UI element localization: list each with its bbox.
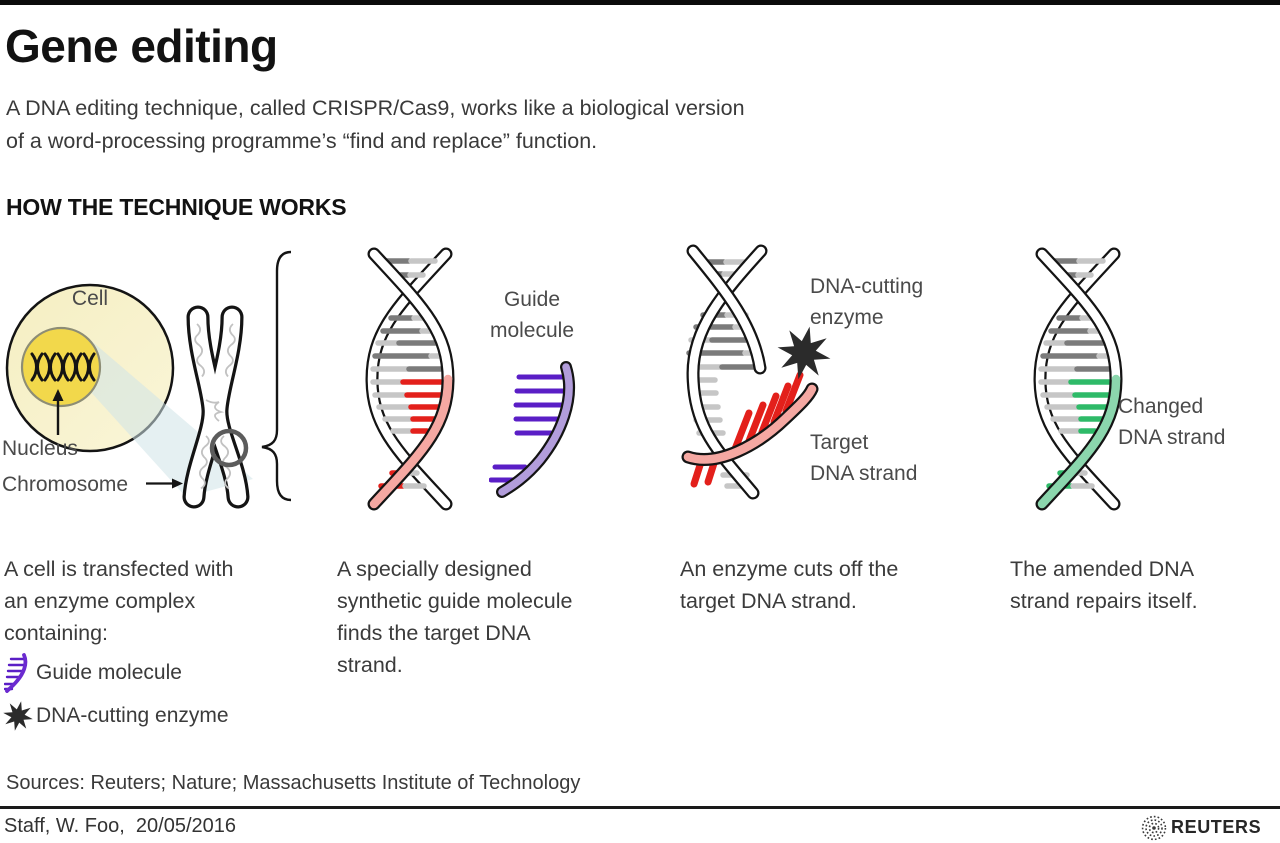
- chromosome-figure: [182, 305, 250, 509]
- legend-guide-label: Guide molecule: [36, 661, 182, 684]
- caption-step-2: A specially designed synthetic guide mol…: [337, 557, 573, 677]
- sources-line: Sources: Reuters; Nature; Massachusetts …: [6, 772, 581, 794]
- guide-molecule-figure: [489, 361, 576, 498]
- chromosome-label: Chromosome: [2, 473, 129, 496]
- highlight-circle: [209, 428, 249, 468]
- top-bar: [0, 0, 1280, 5]
- cell-chromosome-figure: [5, 250, 292, 509]
- divider-rule: [0, 806, 1280, 809]
- reuters-logo-icon: [1141, 815, 1167, 841]
- starburst-icon: [3, 701, 33, 731]
- cut-rungs: [690, 371, 804, 488]
- reuters-wordmark: REUTERS: [1171, 817, 1262, 837]
- caption-step-1: A cell is transfected with an enzyme com…: [4, 557, 234, 645]
- subtitle: A DNA editing technique, called CRISPR/C…: [6, 96, 745, 153]
- nucleus-label: Nucleus: [2, 437, 78, 460]
- caption-step-3: An enzyme cuts off the target DNA strand…: [680, 557, 899, 613]
- changed-strand-green: [1037, 374, 1121, 509]
- caption-step-4: The amended DNA strand repairs itself.: [1010, 557, 1198, 613]
- enzyme-star-icon: [777, 326, 831, 380]
- target-dna-strand-label: Target DNA strand: [810, 431, 918, 485]
- legend-enzyme-label: DNA-cutting enzyme: [36, 704, 229, 727]
- byline: Staff, W. Foo, 20/05/2016: [4, 815, 237, 837]
- dna-helix-cut: [681, 244, 831, 500]
- dna-helix-changed: [1033, 247, 1123, 511]
- nucleus-arrow: [52, 389, 64, 435]
- guide-molecule-icon: [4, 653, 28, 693]
- guide-molecule-label: Guide molecule: [489, 288, 575, 342]
- dna-cutting-enzyme-label: DNA-cutting enzyme: [810, 275, 924, 329]
- changed-dna-strand-label: Changed DNA strand: [1118, 395, 1226, 449]
- page-title: Gene editing: [5, 20, 278, 72]
- dna-helix-target: [365, 247, 455, 511]
- cell-label: Cell: [71, 287, 109, 310]
- mini-chromosomes: [30, 352, 96, 382]
- section-heading: HOW THE TECHNIQUE WORKS: [6, 194, 347, 220]
- target-strand-pink: [683, 384, 817, 464]
- chromosome-arrow: [146, 478, 183, 489]
- brace: [261, 250, 292, 502]
- target-strand-pink: [369, 374, 453, 509]
